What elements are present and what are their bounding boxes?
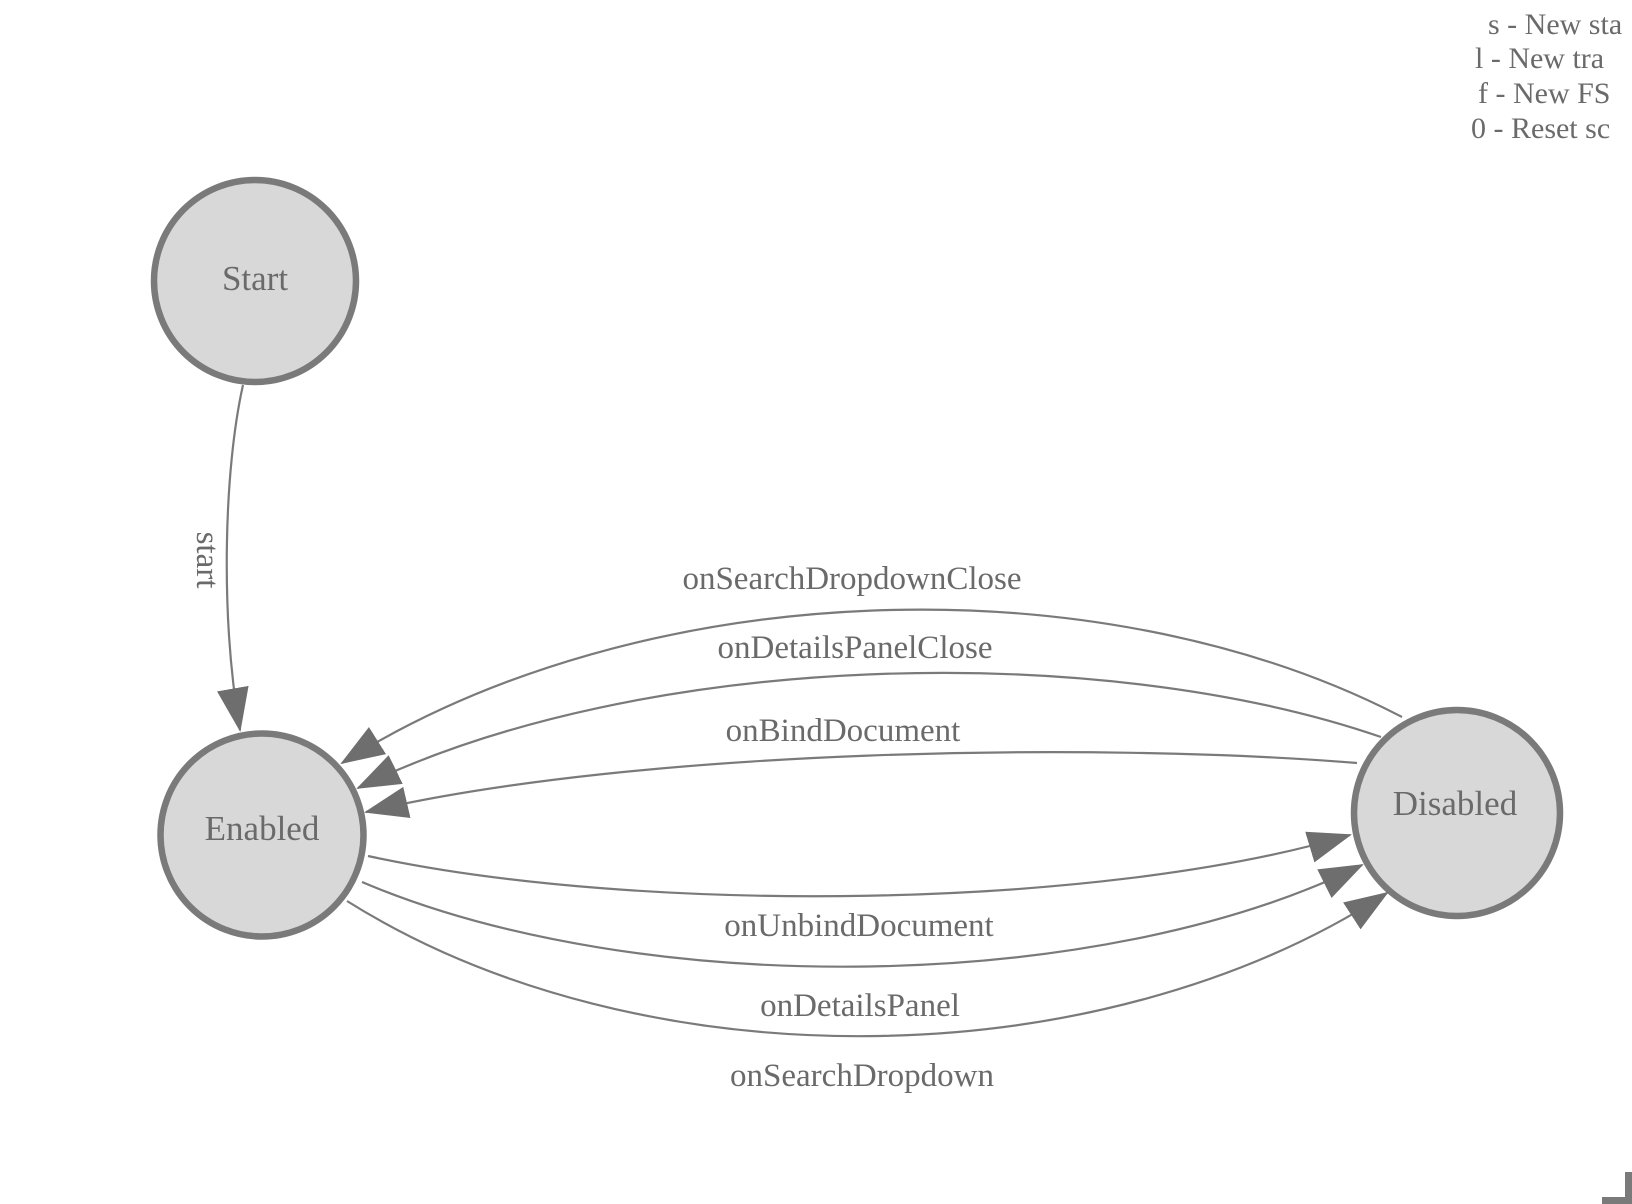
transition-edge-onDetailsPanel[interactable] [361,864,1364,968]
transition-label-onSearchDropdown[interactable]: onSearchDropdown [730,1058,994,1094]
transition-edge-onSearchDropdown[interactable] [346,891,1389,1038]
transition-label-start[interactable]: start [189,532,225,589]
legend-line-reset: 0 - Reset sc [1471,112,1610,145]
transition-label-onDetailsPanelClose[interactable]: onDetailsPanelClose [718,630,993,666]
state-node-start[interactable]: Start [150,176,360,386]
state-label-enabled: Enabled [205,809,320,848]
transition-edge-onUnbindDocument[interactable] [367,831,1352,898]
corner-mark-horizontal-bar [1602,1197,1632,1204]
legend-line-new-fsm: f - New FS [1478,77,1611,110]
transition-label-onBindDocument[interactable]: onBindDocument [726,713,961,749]
state-circle-enabled[interactable] [157,730,367,940]
legend-line-new-state: s - New sta [1488,8,1622,41]
shortcut-legend: s - New sta l - New tra f - New FS 0 - R… [1471,8,1622,145]
state-circle-disabled[interactable] [1350,706,1564,920]
transition-label-onUnbindDocument[interactable]: onUnbindDocument [724,908,993,944]
transition-edge-onDetailsPanelClose[interactable] [356,671,1382,789]
state-label-disabled: Disabled [1393,784,1518,823]
state-label-start: Start [222,259,288,298]
transition-label-onDetailsPanel[interactable]: onDetailsPanel [760,988,960,1024]
state-node-enabled[interactable]: Enabled [157,730,367,940]
state-node-disabled[interactable]: Disabled [1350,706,1564,920]
corner-mark-vertical-bar [1625,1172,1632,1204]
transition-edge-onBindDocument[interactable] [364,751,1358,819]
canvas-corner-mark [1602,1172,1632,1204]
transition-edge-start[interactable] [217,384,249,732]
legend-line-new-transition: l - New tra [1475,42,1604,75]
state-circle-start[interactable] [150,176,360,386]
transition-label-onSearchDropdownClose[interactable]: onSearchDropdownClose [682,561,1021,597]
transition-edge-onSearchDropdownClose[interactable] [340,608,1403,765]
